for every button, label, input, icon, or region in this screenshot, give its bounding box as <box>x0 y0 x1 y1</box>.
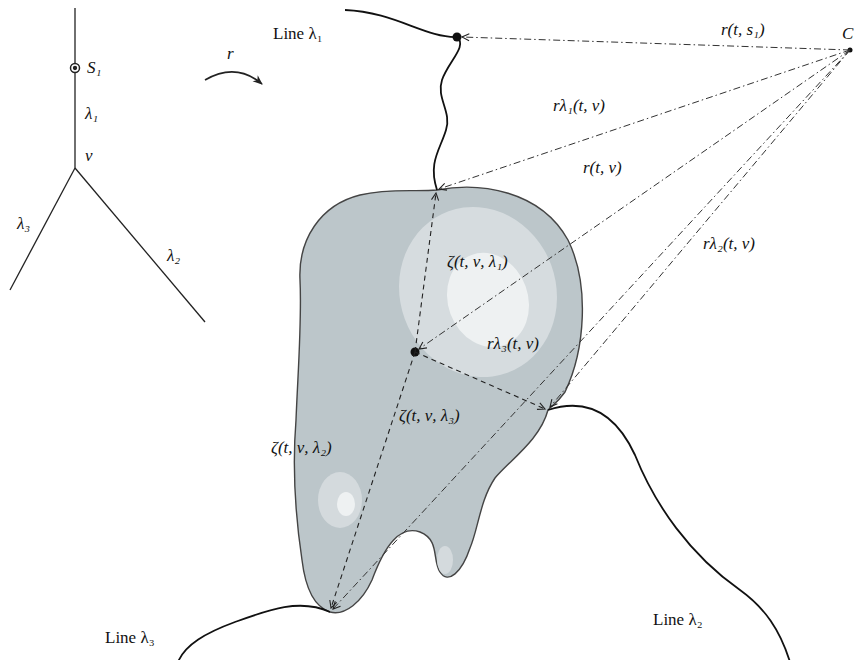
vector-label: rλ₃(t, ν) <box>486 334 540 354</box>
vertex-label: ν <box>84 146 94 166</box>
vector-label: ζ(t, ν, λ₁) <box>446 252 509 272</box>
line-name: Line λ₃ <box>104 628 156 648</box>
edge-label: λ₁ <box>84 104 99 124</box>
position-vectors <box>333 37 850 609</box>
vector-label: ζ(t, ν, λ₃) <box>398 406 461 426</box>
vector-label: rλ₁(t, ν) <box>552 96 606 116</box>
mapping-arrow <box>205 72 262 84</box>
junction-body <box>294 185 582 613</box>
line-name: Line λ₁ <box>272 24 324 44</box>
vector-label: rλ₂(t, ν) <box>702 234 756 254</box>
edge-lines <box>178 10 790 660</box>
map-label: r <box>226 44 235 64</box>
vector-label: r(t, ν) <box>582 158 623 178</box>
point-label: C <box>841 24 854 44</box>
edge-label: λ₃ <box>16 214 31 234</box>
edge-label: λ₂ <box>166 246 181 266</box>
point-label: S₁ <box>86 58 102 78</box>
vector-label: ζ(t, ν, λ₂) <box>270 438 333 458</box>
vector-label: r(t, s₁) <box>720 20 766 40</box>
line-name: Line λ₂ <box>652 610 704 630</box>
metric-graph <box>10 8 205 322</box>
relative-vectors <box>331 193 545 608</box>
point-s1 <box>453 33 462 42</box>
